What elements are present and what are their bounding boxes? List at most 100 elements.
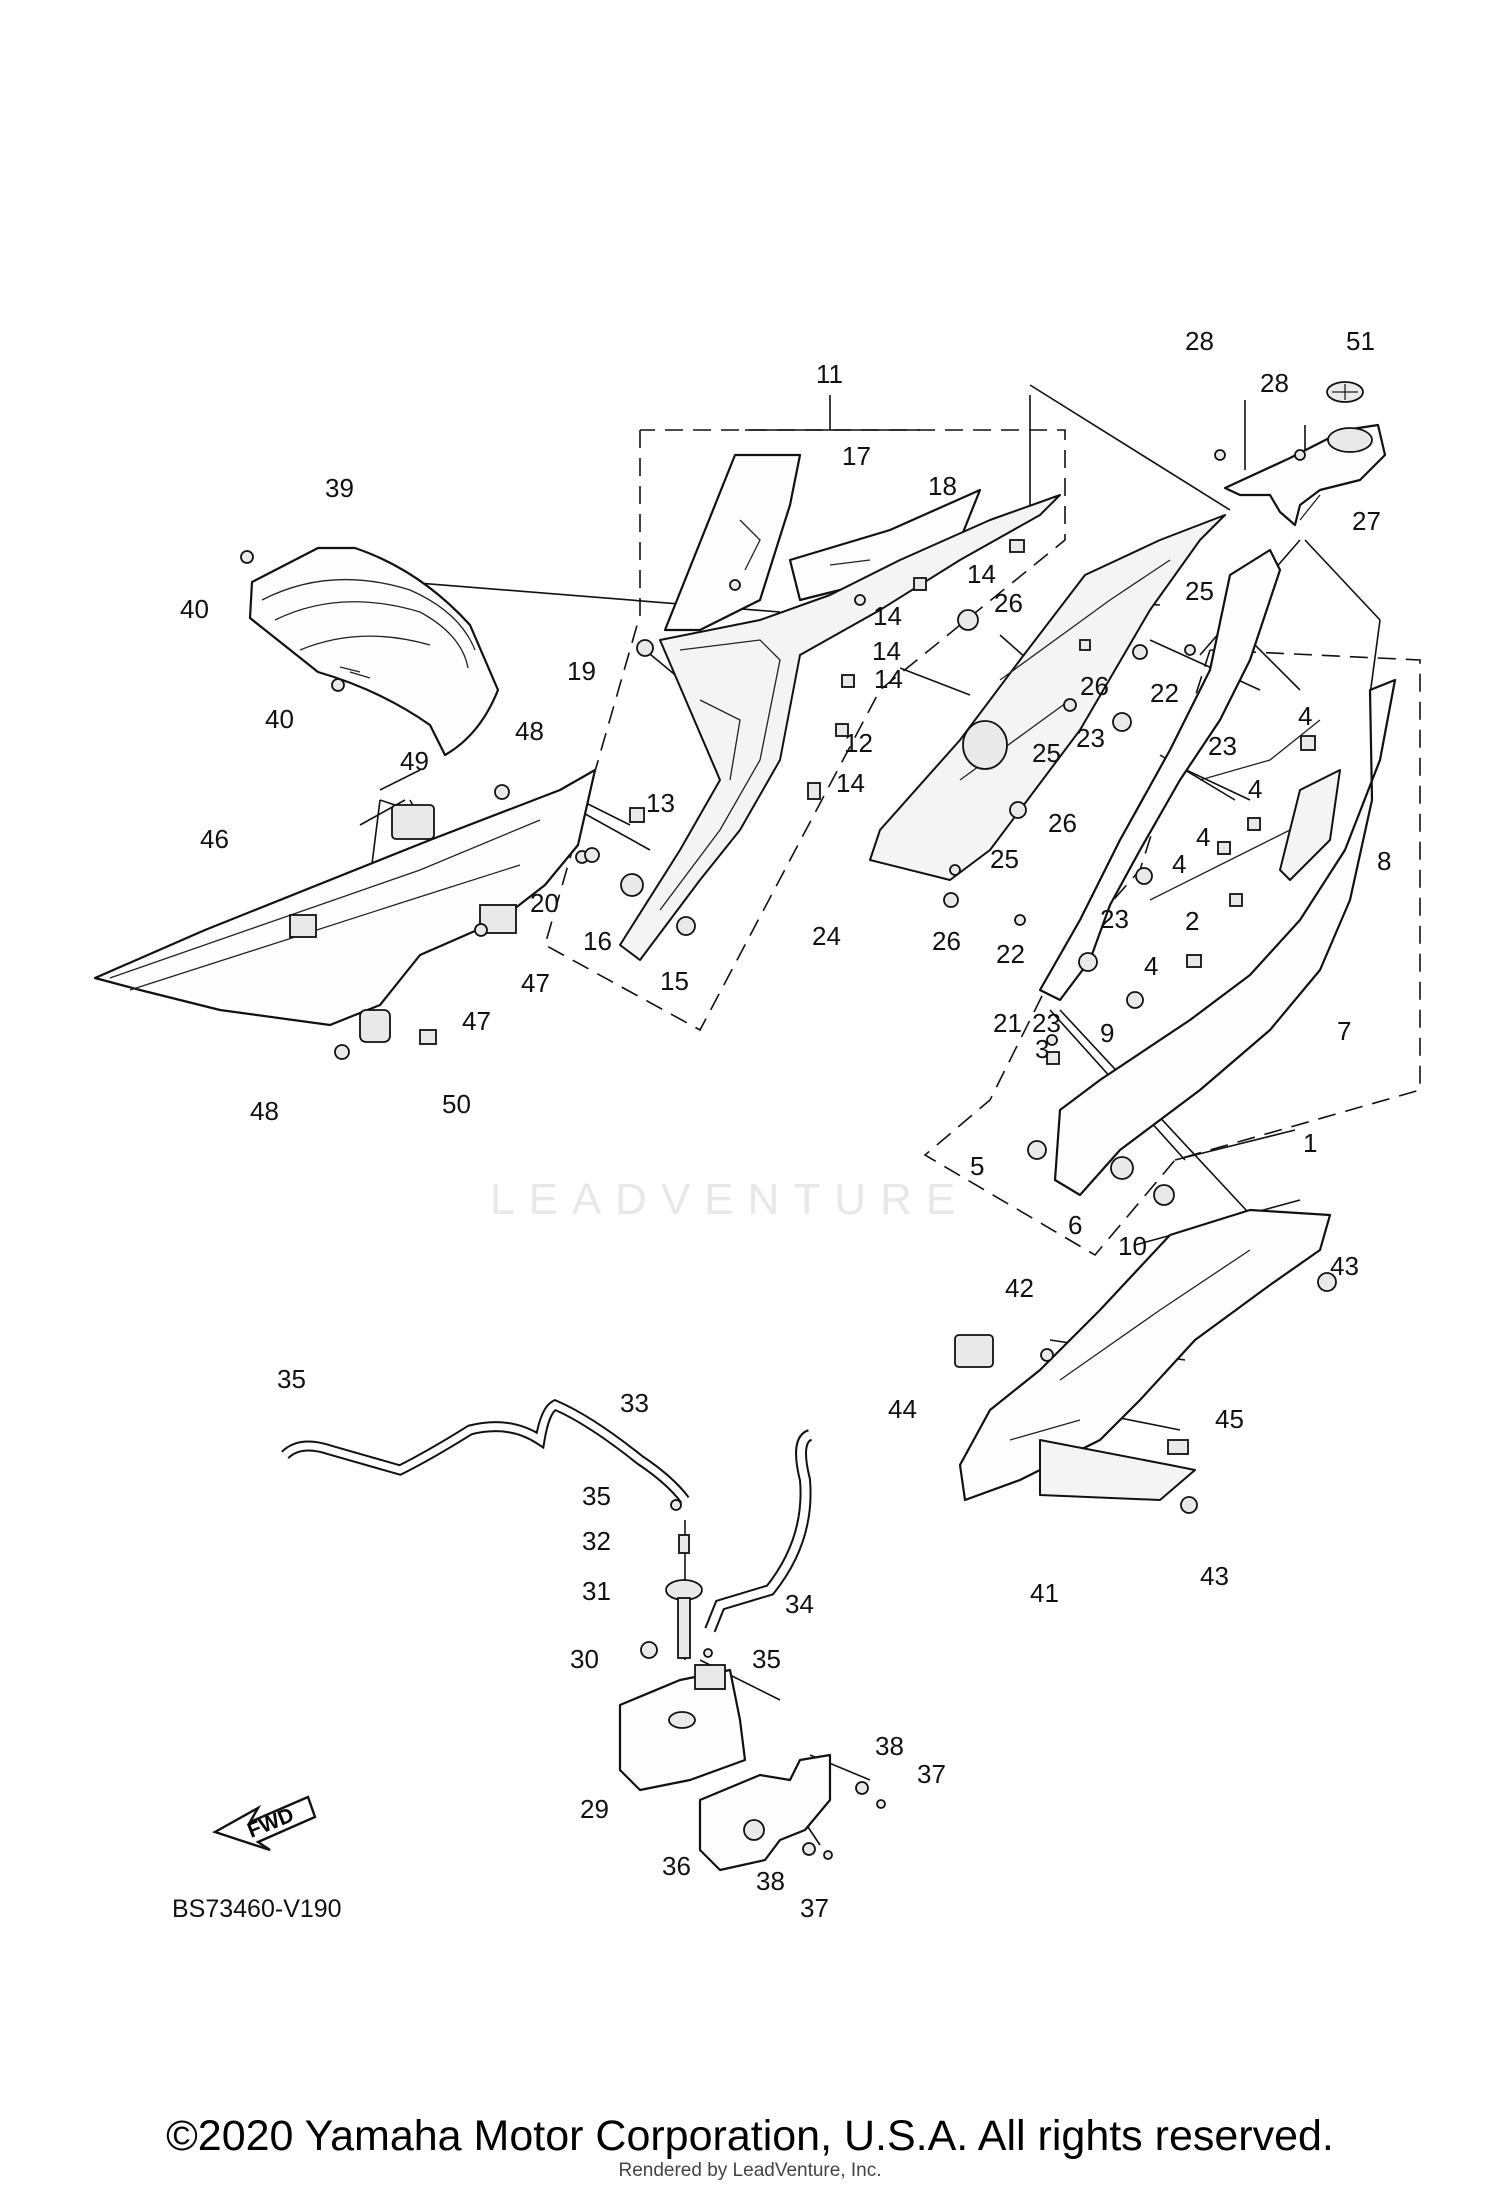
label-22b: 22 [996,939,1025,969]
label-41: 41 [1030,1578,1059,1608]
label-26a: 26 [994,588,1023,618]
label-19: 19 [567,656,596,686]
label-4c: 4 [1196,822,1210,852]
label-15: 15 [660,966,689,996]
label-25b: 25 [1032,738,1061,768]
label-35c: 35 [752,1644,781,1674]
label-35a: 35 [277,1364,306,1394]
label-23a: 23 [1076,723,1105,753]
label-14a: 14 [967,559,996,589]
part-29-reservoir-tank [618,1664,747,1792]
label-39: 39 [325,473,354,503]
label-6: 6 [1068,1210,1082,1240]
part-17-18-decals [663,453,982,632]
label-37a: 37 [917,1759,946,1789]
label-38a: 38 [875,1731,904,1761]
label-43b: 43 [1200,1561,1229,1591]
label-18: 18 [928,471,957,501]
label-48b: 48 [250,1096,279,1126]
label-31: 31 [582,1576,611,1606]
part-11-inner-panel [619,494,1061,961]
fwd-arrow-icon: FWD [212,1795,317,1852]
copyright-notice: ©2020 Yamaha Motor Corporation, U.S.A. A… [166,2112,1334,2160]
label-44: 44 [888,1394,917,1424]
label-5: 5 [970,1151,984,1181]
diagram-code: BS73460-V190 [172,1895,342,1923]
label-50: 50 [442,1089,471,1119]
label-16: 16 [583,926,612,956]
label-37b: 37 [800,1893,829,1923]
label-45: 45 [1215,1404,1244,1434]
label-14c: 14 [872,636,901,666]
label-4e: 4 [1144,951,1158,981]
label-35b: 35 [582,1481,611,1511]
label-25c: 25 [990,844,1019,874]
label-23b: 23 [1208,731,1237,761]
label-14b: 14 [873,601,902,631]
rendered-by-notice: Rendered by LeadVenture, Inc. [618,2160,882,2181]
group-box-11 [544,395,1066,1032]
part-7-side-cowl [1038,548,1397,1197]
label-28a: 28 [1185,326,1214,356]
label-12: 12 [844,728,873,758]
label-26b: 26 [1080,671,1109,701]
label-36: 36 [662,1851,691,1881]
label-14e: 14 [836,768,865,798]
part-41-lower-cowl [958,1208,1332,1502]
label-2: 2 [1185,906,1199,936]
label-4d: 4 [1172,849,1186,879]
label-29: 29 [580,1794,609,1824]
label-25a: 25 [1185,576,1214,606]
part-27-top-cover [1223,423,1387,527]
label-42: 42 [1005,1273,1034,1303]
label-43a: 43 [1330,1251,1359,1281]
label-7: 7 [1337,1016,1351,1046]
label-34: 34 [785,1589,814,1619]
label-4b: 4 [1248,774,1262,804]
part-49-50-cushions [391,804,437,1045]
label-23d: 23 [1032,1008,1061,1038]
label-47a: 47 [521,968,550,998]
label-3: 3 [1035,1034,1049,1064]
label-40b: 40 [265,704,294,734]
label-17: 17 [842,441,871,471]
part-44-45-pads [954,1334,1189,1455]
label-26d: 26 [932,926,961,956]
label-28b: 28 [1260,368,1289,398]
label-38b: 38 [756,1866,785,1896]
label-48a: 48 [515,716,544,746]
label-10: 10 [1118,1231,1147,1261]
part-33-breather-hose [281,1398,690,1504]
part-51-grommet [1326,381,1364,403]
label-47b: 47 [462,1006,491,1036]
label-51: 51 [1346,326,1375,356]
label-46: 46 [200,824,229,854]
label-24: 24 [812,921,841,951]
label-21: 21 [993,1008,1022,1038]
label-11: 11 [816,359,843,389]
label-1: 1 [1303,1128,1317,1158]
label-22a: 22 [1150,678,1179,708]
label-32: 32 [582,1526,611,1556]
label-20: 20 [530,888,559,918]
part-46-side-cover [93,768,597,1043]
hardware [240,449,1337,1860]
label-26c: 26 [1048,808,1077,838]
label-4a: 4 [1298,701,1312,731]
part-36-bracket [698,1753,832,1872]
label-49: 49 [400,746,429,776]
watermark: LEADVENTURE [490,1175,970,1224]
label-23c: 23 [1100,904,1129,934]
callout-labels: 1 2 3 4 4 4 4 4 5 6 7 8 9 10 11 12 13 14… [180,326,1391,1923]
part-31-filler-cap [665,1499,703,1659]
part-39-rear-panel [248,546,500,757]
label-40a: 40 [180,594,209,624]
label-27: 27 [1352,506,1381,536]
label-33: 33 [620,1388,649,1418]
part-34-drain-hose [704,1429,813,1633]
part-24-inner-cover [869,514,1226,881]
label-14d: 14 [874,664,903,694]
label-30: 30 [570,1644,599,1674]
